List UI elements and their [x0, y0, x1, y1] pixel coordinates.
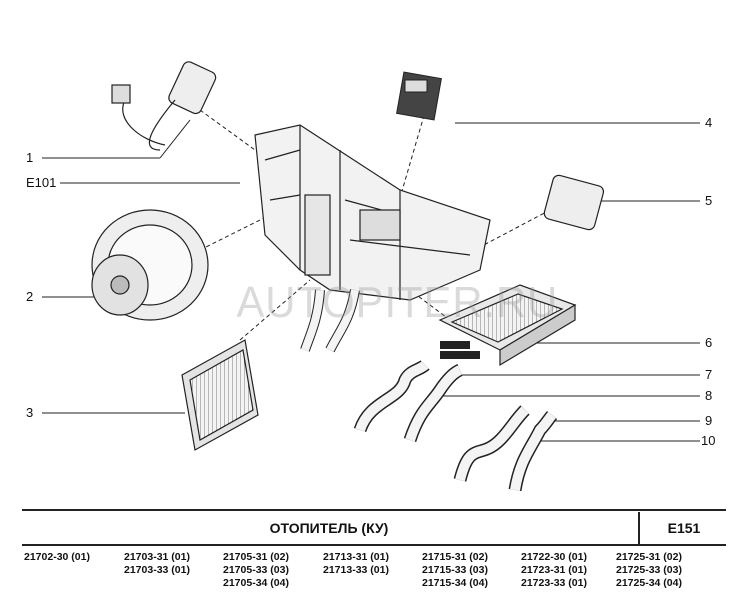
model-code: 21715-33 (03): [422, 564, 488, 576]
model-column: 21722-30 (01) 21723-31 (01) 21723-33 (01…: [521, 551, 587, 590]
callout-2: 2: [26, 289, 34, 304]
model-code: 21725-34 (04): [616, 577, 682, 589]
model-code: 21705-34 (04): [223, 577, 289, 589]
model-column: 21702-30 (01): [24, 551, 90, 564]
heater-assembly-drawing: [42, 61, 700, 492]
footer-bottom-rule: [22, 544, 726, 546]
callout-6: 6: [705, 335, 713, 350]
callout-1: 1: [26, 150, 34, 165]
actuator-1: [111, 61, 217, 151]
model-code: 21725-33 (03): [616, 564, 682, 576]
footer-code: E151: [638, 512, 728, 544]
model-code: 21705-33 (03): [223, 564, 289, 576]
model-code: 21723-31 (01): [521, 564, 587, 576]
watermark: AUTOPITER.RU: [236, 278, 559, 327]
actuator-5: [543, 174, 605, 231]
callout-10: 10: [701, 433, 716, 448]
footer-title: ОТОПИТЕЛЬ (КУ): [269, 520, 389, 536]
footer-top-rule: [22, 509, 726, 511]
blower-motor-2: [91, 209, 209, 321]
model-column: 21713-31 (01) 21713-33 (01): [323, 551, 389, 577]
model-code: 21722-30 (01): [521, 551, 587, 563]
model-code: 21725-31 (02): [616, 551, 682, 563]
model-column: 21725-31 (02) 21725-33 (03) 21725-34 (04…: [616, 551, 682, 590]
cabin-filter-3: [181, 339, 259, 451]
callout-e101: E101: [26, 175, 57, 190]
model-code: 21713-33 (01): [323, 564, 389, 576]
callout-3: 3: [26, 405, 34, 420]
callout-8: 8: [705, 388, 713, 403]
model-code: 21703-33 (01): [124, 564, 190, 576]
callout-9: 9: [705, 413, 713, 428]
heater-core-6: [438, 284, 577, 367]
model-code: 21715-34 (04): [422, 577, 488, 589]
model-code: 21715-31 (02): [422, 551, 488, 563]
model-code: 21703-31 (01): [124, 551, 190, 563]
model-column: 21705-31 (02) 21705-33 (03) 21705-34 (04…: [223, 551, 289, 590]
model-code: 21723-33 (01): [521, 577, 587, 589]
resistor-4: [396, 71, 442, 121]
model-code: 21713-31 (01): [323, 551, 389, 563]
model-code: 21702-30 (01): [24, 551, 90, 563]
model-column: 21715-31 (02) 21715-33 (03) 21715-34 (04…: [422, 551, 488, 590]
callout-5: 5: [705, 193, 713, 208]
heater-housing: [254, 124, 491, 301]
model-code: 21705-31 (02): [223, 551, 289, 563]
callout-4: 4: [705, 115, 713, 130]
callout-7: 7: [705, 367, 713, 382]
model-column: 21703-31 (01) 21703-33 (01): [124, 551, 190, 577]
